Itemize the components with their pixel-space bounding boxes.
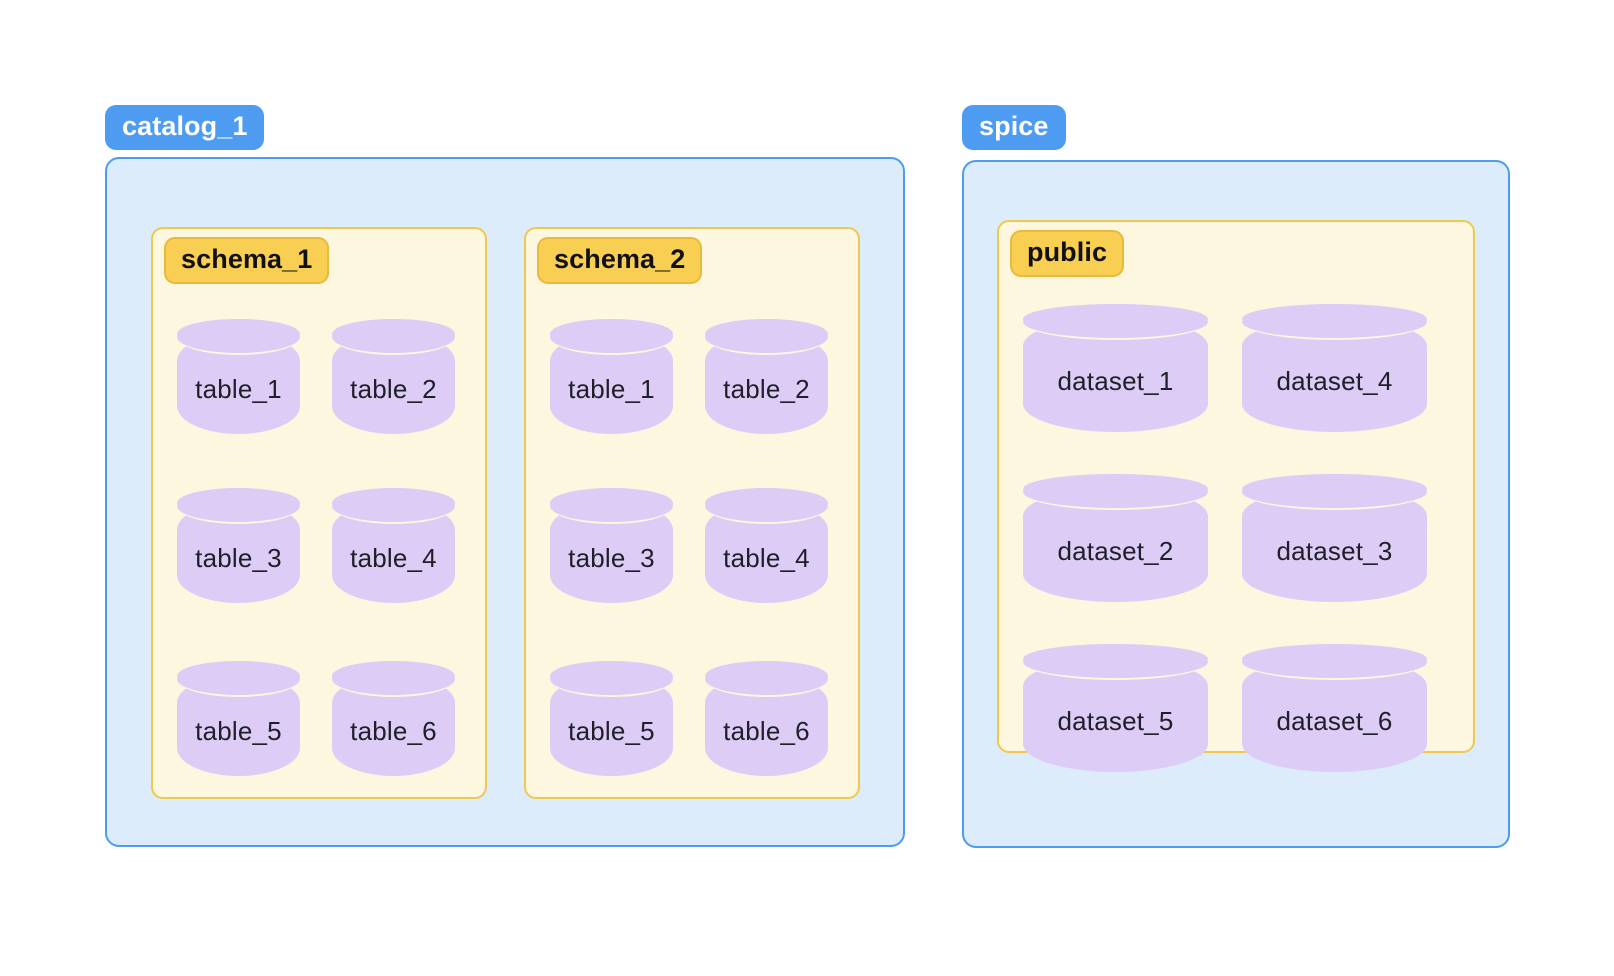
schema-container-schema_1[interactable]: table_1 table_2 table_3 table_4 <box>151 227 487 799</box>
table-cylinder[interactable]: table_2 <box>705 319 828 434</box>
schema-container-public[interactable]: dataset_1 dataset_4 dataset_2 dataset_3 <box>997 220 1475 772</box>
table-cylinder[interactable]: table_4 <box>705 488 828 603</box>
cylinder-top-ellipse <box>1242 474 1427 504</box>
table-cylinder[interactable]: table_3 <box>177 488 300 603</box>
cylinder-top-ellipse <box>705 319 828 349</box>
cylinder-top-ellipse <box>1023 304 1208 334</box>
cylinder-top-ellipse <box>1023 474 1208 504</box>
dataset-cylinder[interactable]: dataset_5 <box>1023 644 1208 772</box>
cylinder-top-ellipse <box>550 319 673 349</box>
table-cylinder[interactable]: table_4 <box>332 488 455 603</box>
schema-badge-schema_1[interactable]: schema_1 <box>164 237 330 284</box>
catalog-badge-catalog_1[interactable]: catalog_1 <box>105 105 265 150</box>
cylinder-top-ellipse <box>332 319 455 349</box>
table-cylinder[interactable]: table_5 <box>177 661 300 776</box>
cylinder-top-ellipse <box>177 661 300 691</box>
cylinder-top-ellipse <box>550 488 673 518</box>
catalog-badge-spice[interactable]: spice <box>962 105 1066 150</box>
dataset-cylinder[interactable]: dataset_2 <box>1023 474 1208 602</box>
table-cylinder[interactable]: table_1 <box>550 319 673 434</box>
catalog-container-catalog_1[interactable]: schema_1 table_1 table_2 table_3 <box>105 157 905 847</box>
table-cylinder[interactable]: table_1 <box>177 319 300 434</box>
schema-badge-public[interactable]: public <box>1010 230 1125 277</box>
table-cylinder[interactable]: table_2 <box>332 319 455 434</box>
schema-badge-schema_2[interactable]: schema_2 <box>537 237 703 284</box>
cylinder-top-ellipse <box>177 488 300 518</box>
cylinder-top-ellipse <box>177 319 300 349</box>
schema-container-schema_2[interactable]: table_1 table_2 table_3 table_4 <box>524 227 860 799</box>
cylinder-top-ellipse <box>705 661 828 691</box>
catalog-container-spice[interactable]: public dataset_1 dataset_4 dataset_2 <box>962 160 1510 848</box>
table-cylinder[interactable]: table_3 <box>550 488 673 603</box>
dataset-cylinder[interactable]: dataset_4 <box>1242 304 1427 432</box>
cylinder-top-ellipse <box>550 661 673 691</box>
cylinder-top-ellipse <box>332 488 455 518</box>
table-cylinder[interactable]: table_6 <box>332 661 455 776</box>
dataset-cylinder[interactable]: dataset_3 <box>1242 474 1427 602</box>
cylinder-top-ellipse <box>1242 644 1427 674</box>
cylinder-top-ellipse <box>332 661 455 691</box>
cylinder-top-ellipse <box>1242 304 1427 334</box>
cylinder-top-ellipse <box>1023 644 1208 674</box>
cylinder-top-ellipse <box>705 488 828 518</box>
table-cylinder[interactable]: table_6 <box>705 661 828 776</box>
dataset-cylinder[interactable]: dataset_1 <box>1023 304 1208 432</box>
table-cylinder[interactable]: table_5 <box>550 661 673 776</box>
dataset-cylinder[interactable]: dataset_6 <box>1242 644 1427 772</box>
